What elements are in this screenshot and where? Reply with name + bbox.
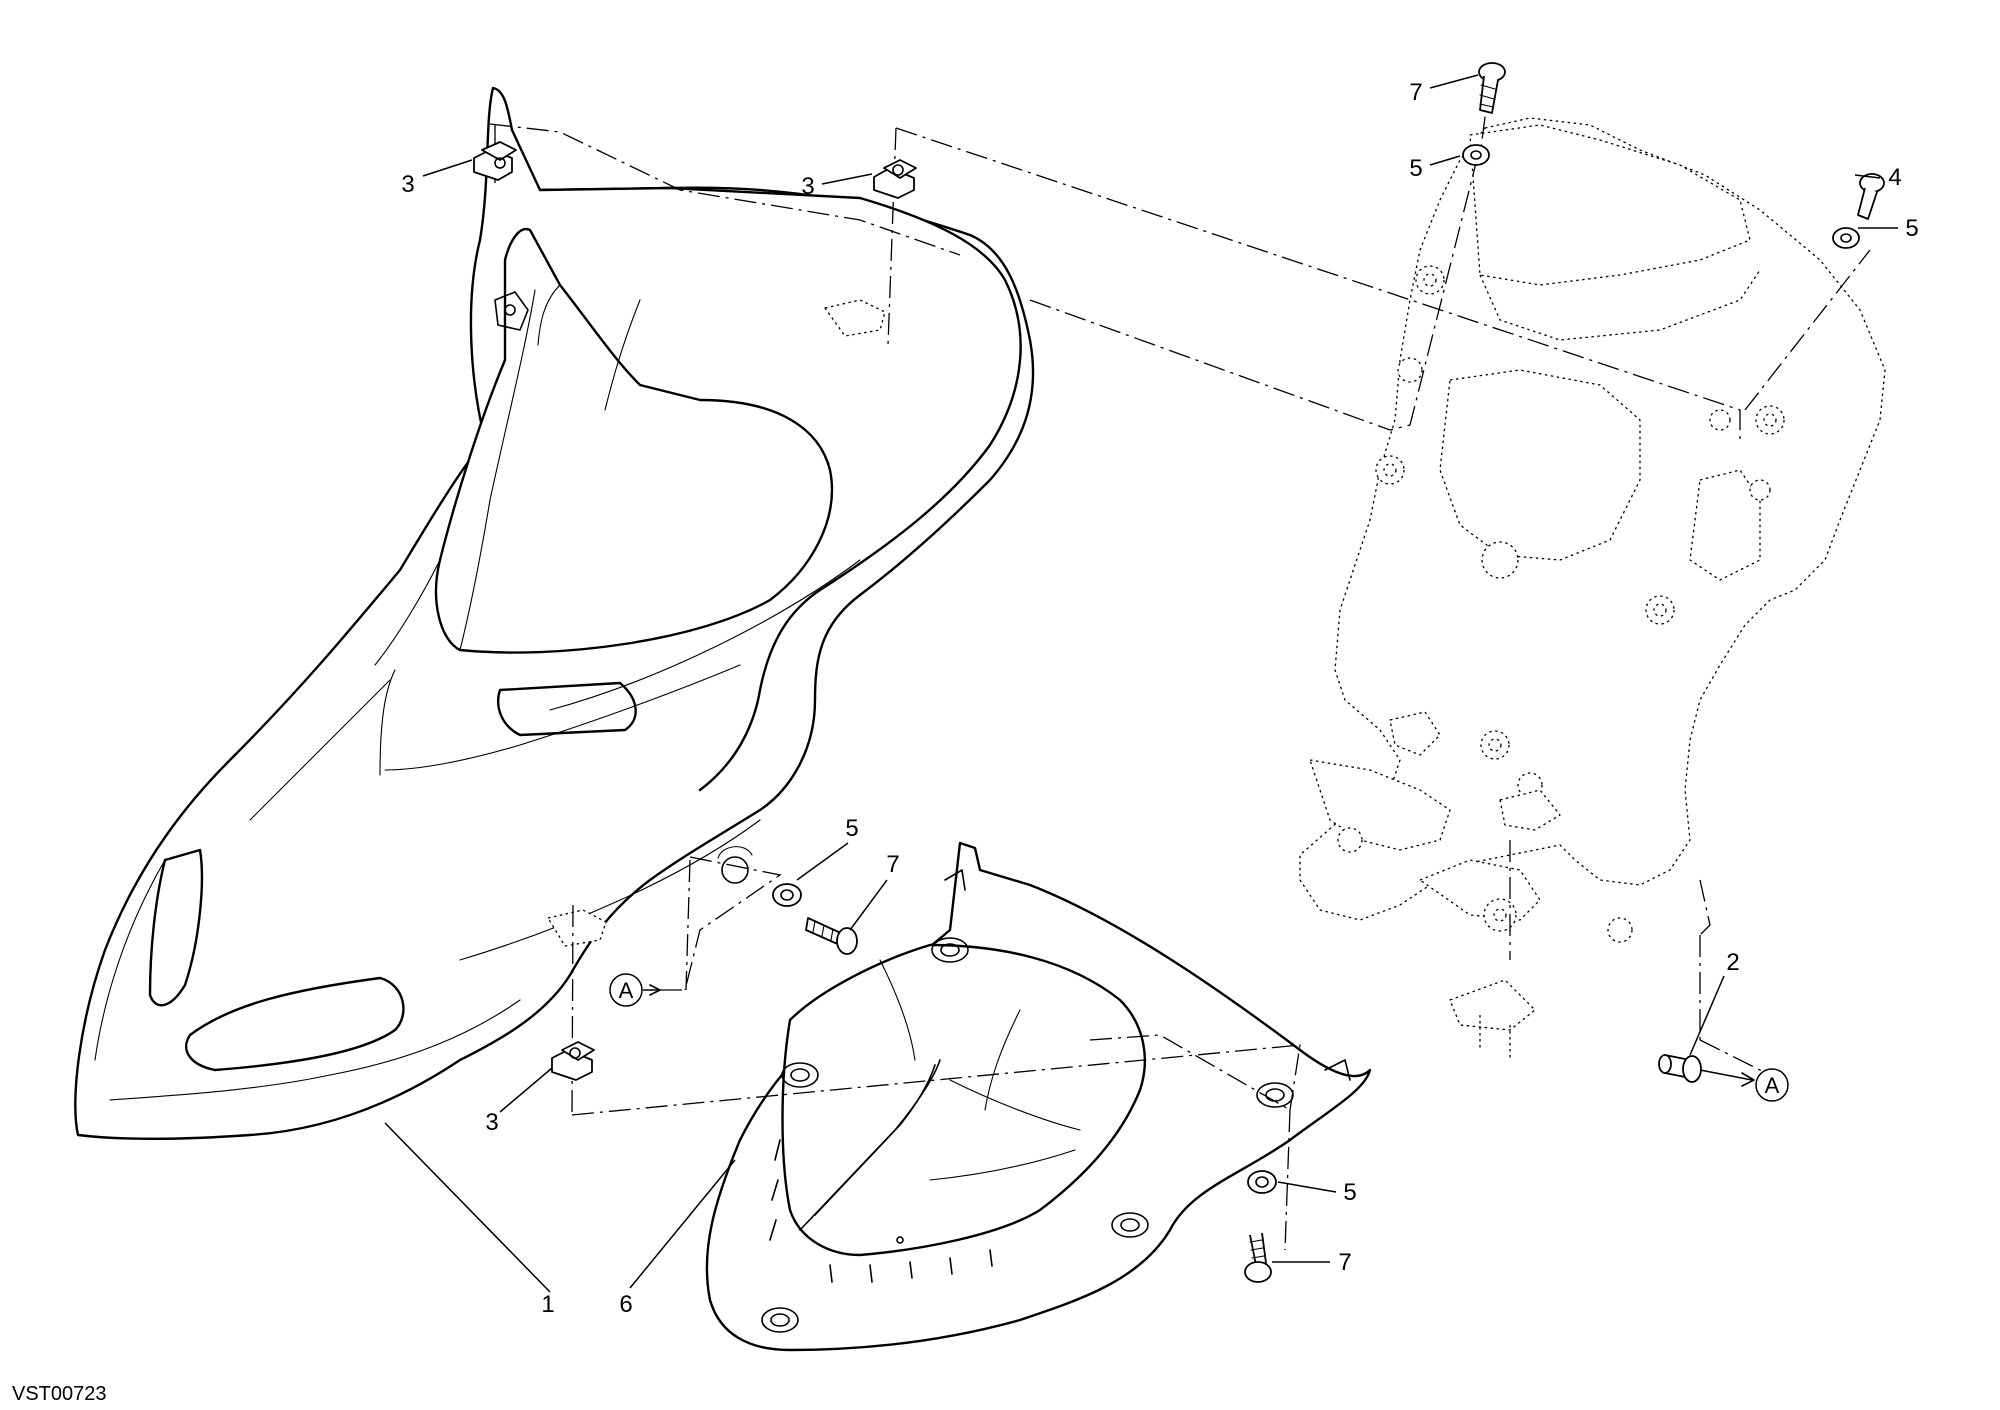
callout-6: 6 [619,1291,632,1318]
callout-3-top-left: 3 [401,171,414,198]
callout-7-center: 7 [886,851,899,878]
inner-panel-cover [705,841,1372,1352]
reference-a-right-letter: A [1765,1073,1780,1098]
front-fairing [74,86,1035,1140]
callout-5-center: 5 [845,815,858,842]
leader-lines [384,74,1898,1293]
reference-a-left-letter: A [619,978,634,1003]
screw-right [1857,173,1885,220]
callout-7-lower: 7 [1338,1249,1351,1276]
reference-a-right: A [1755,1068,1789,1102]
assembly-center-lines [489,79,1871,1251]
reference-a-left: A [609,973,643,1007]
callout-3-top-center: 3 [801,173,814,200]
washer-center [772,883,802,907]
speed-nut-clip-lower [551,1041,595,1081]
screw-center [805,917,858,955]
headlight-frame-bracket [1299,117,1886,1060]
callout-numbers: 1 2 3 3 3 4 5 5 5 5 6 7 7 7 [401,79,1918,1318]
screw-top [1478,62,1506,114]
callout-1: 1 [541,1291,554,1318]
speed-nut-clip-top-center [873,159,917,199]
callout-5-right: 5 [1905,215,1918,242]
washer-right [1832,227,1860,249]
callout-3-lower: 3 [485,1109,498,1136]
drawing-code: VST00723 [12,1383,107,1405]
callout-4: 4 [1888,164,1901,191]
callout-5-lower: 5 [1343,1179,1356,1206]
callout-2: 2 [1726,949,1739,976]
callout-5-top: 5 [1409,155,1422,182]
screw-lower [1244,1232,1272,1283]
washer-lower [1247,1170,1277,1194]
washer-top [1462,144,1490,166]
callout-7-top: 7 [1409,79,1422,106]
speed-nut-clip-top-left [473,141,517,181]
rubber-bushing [1658,1054,1702,1083]
